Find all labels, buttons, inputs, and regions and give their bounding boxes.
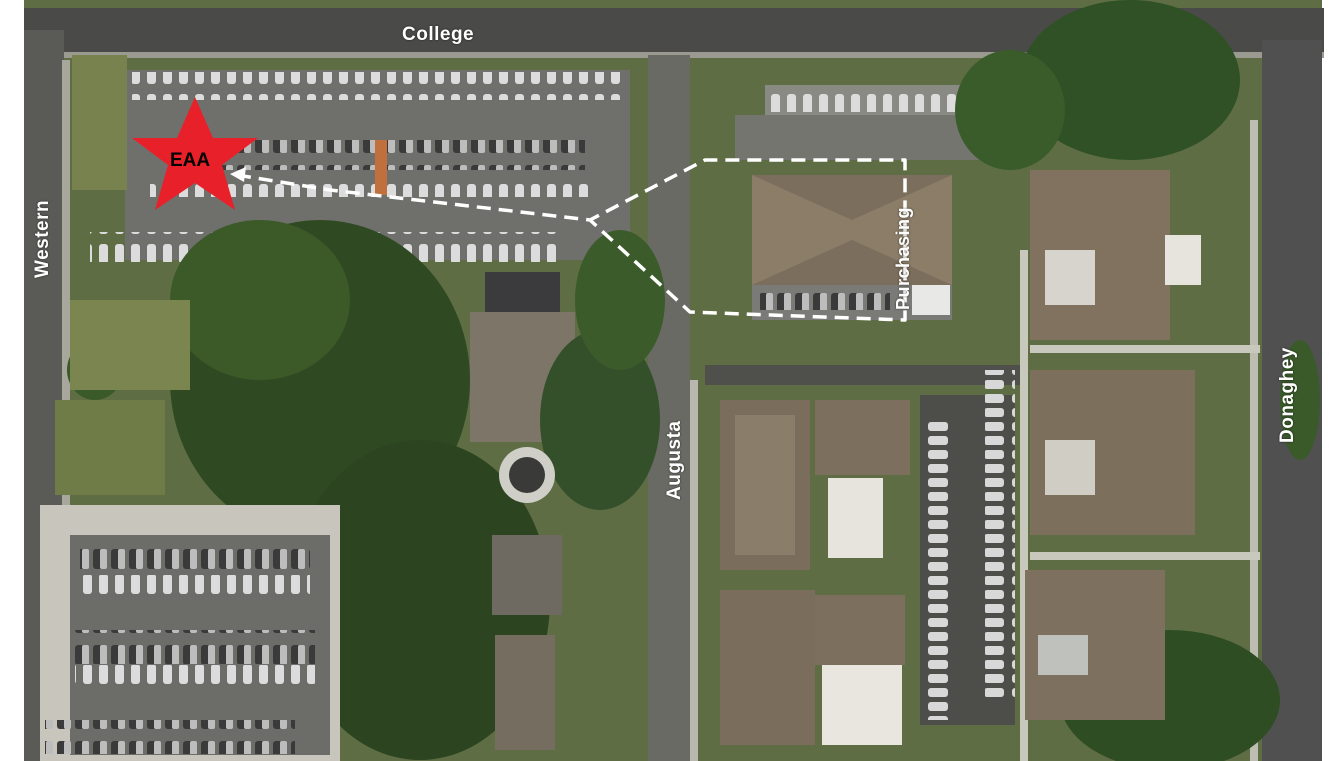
lower-cars-row5	[45, 720, 295, 754]
tree-cluster-south	[290, 440, 550, 760]
east-cars-2	[985, 370, 1015, 700]
purchasing-roof	[752, 175, 952, 285]
star-icon	[132, 97, 258, 210]
donaghey-sidewalk	[1250, 120, 1258, 761]
parked-cars-row1	[132, 72, 622, 100]
dorm-c	[720, 590, 815, 745]
dorm-b	[815, 400, 910, 475]
east-cars-1	[925, 420, 955, 720]
augusta-sidewalk	[690, 380, 698, 761]
lawn-west-2	[55, 400, 165, 495]
college-street-label: College	[402, 24, 475, 45]
purchasing-cars	[760, 288, 890, 310]
purchasing-annex	[912, 285, 950, 315]
courtyard-a	[828, 478, 883, 558]
top-right-cars	[765, 88, 970, 112]
small-building	[485, 272, 560, 312]
top-right-lot	[735, 115, 980, 160]
route-arrowhead	[230, 167, 246, 182]
dorm-a-roof	[735, 415, 795, 555]
parked-cars-row2	[220, 140, 585, 170]
east-sidewalk	[1020, 250, 1028, 761]
east-access-road	[705, 365, 1025, 385]
building-ne-court	[1045, 250, 1095, 305]
purchasing-building-label: Purchasing	[893, 206, 913, 310]
east-sidewalk-h1	[1030, 345, 1260, 353]
tree-cluster-mid-2	[575, 230, 665, 370]
left-margin	[0, 0, 24, 761]
lot-median	[375, 140, 387, 195]
eaa-marker-label: EAA	[170, 150, 211, 171]
walking-route	[236, 158, 907, 322]
east-sidewalk-h2	[1030, 552, 1260, 560]
tree-cluster-mid	[540, 330, 660, 510]
lower-cars-row4	[75, 665, 315, 693]
western-street-label: Western	[32, 199, 53, 278]
green-strip	[72, 55, 127, 190]
dorm-d	[815, 595, 905, 665]
tree-cluster-west-2	[170, 220, 350, 380]
tree-cluster-ne-2	[955, 50, 1065, 170]
lower-cars-row1	[80, 540, 310, 574]
lower-house	[492, 535, 562, 615]
tree-cluster-ne	[1020, 0, 1240, 160]
building-ne-round	[1165, 235, 1201, 285]
right-margin	[1322, 0, 1333, 761]
lower-cars-row2	[80, 575, 310, 603]
courtyard-b	[822, 665, 902, 745]
lawn-west	[70, 300, 190, 390]
donaghey-street-label: Donaghey	[1277, 347, 1298, 443]
lower-house-2	[495, 635, 555, 750]
building-se-court	[1038, 635, 1088, 675]
building-e-court	[1045, 440, 1095, 495]
tree-cluster-e	[1280, 340, 1320, 460]
lower-cars-row3	[75, 630, 315, 664]
parked-cars-row3	[150, 175, 590, 197]
augusta-street-label: Augusta	[664, 420, 685, 501]
